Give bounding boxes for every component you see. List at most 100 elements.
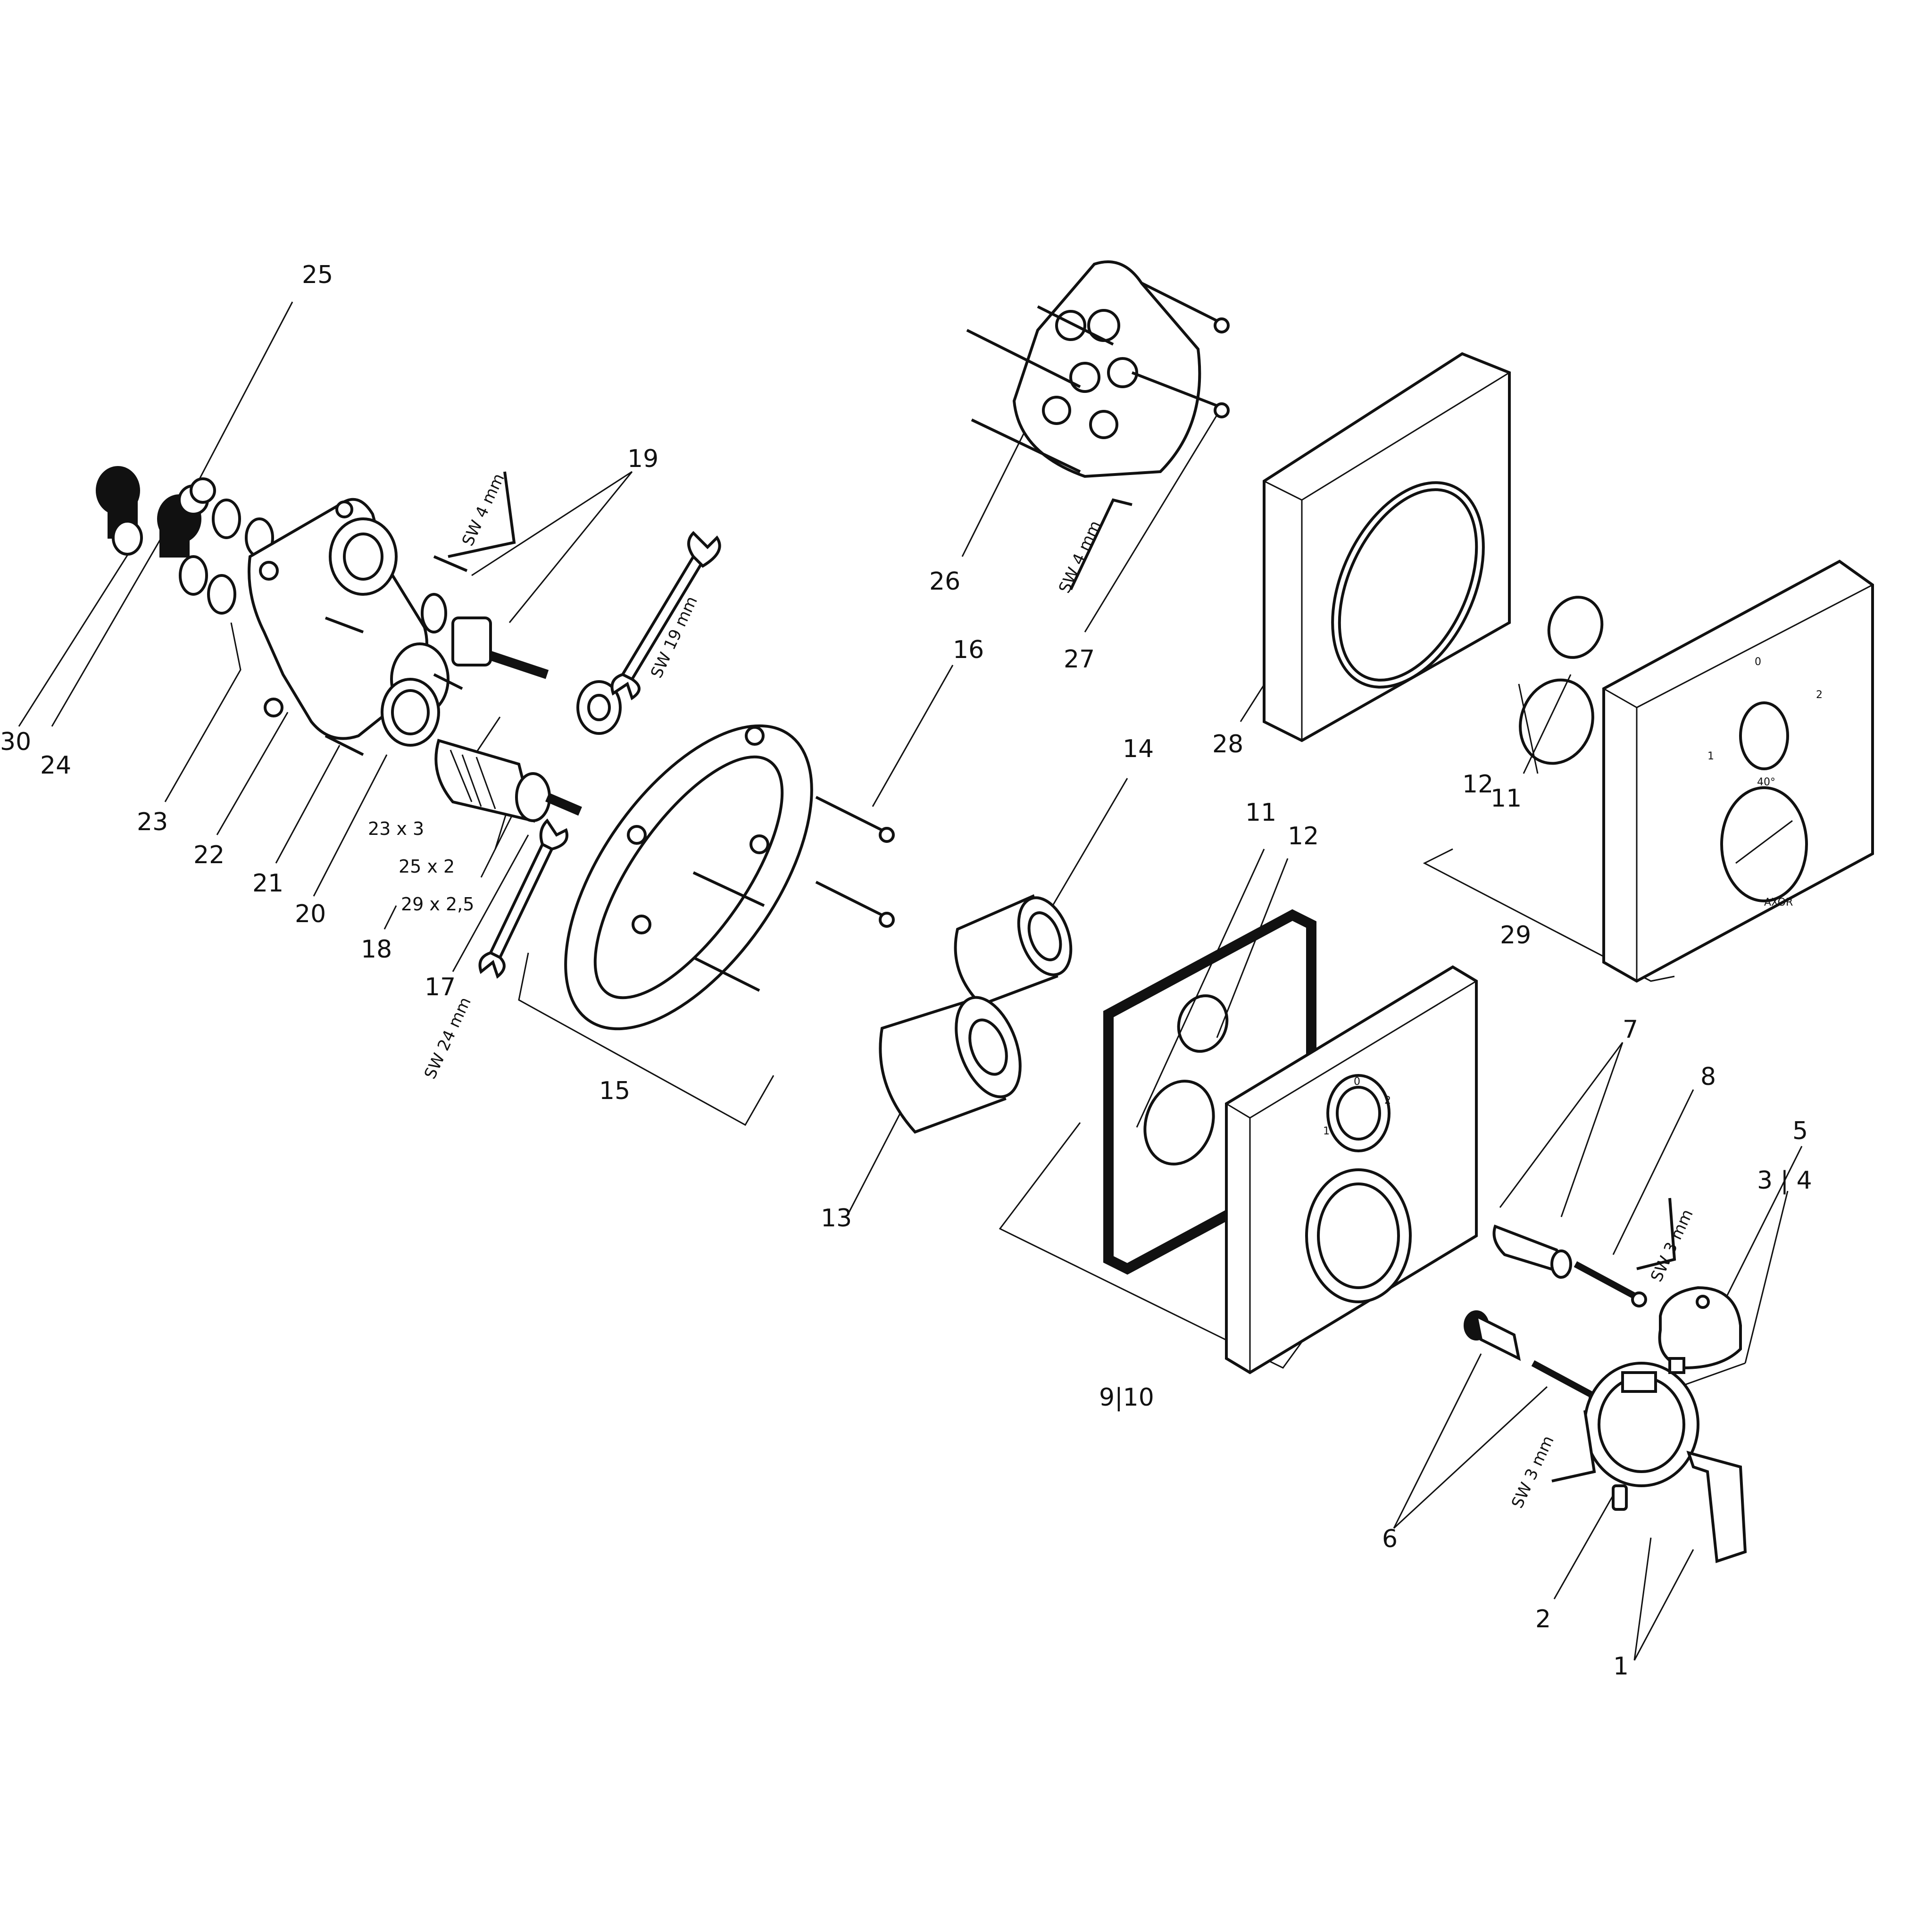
part-14-sleeve [954,894,1073,1007]
part-8-screw [1574,1261,1647,1307]
callout-12-left: 12 [1288,822,1319,850]
part-15-mounting-plate [564,724,813,1031]
callout-26: 26 [929,567,960,596]
leader-16 [872,665,954,807]
callout-28: 28 [1212,730,1243,758]
part-9-10-trim-plate: 0 1 2 [1225,965,1478,1374]
callout-21: 21 [252,869,283,898]
leader-3-4 [1744,1191,1789,1364]
tool-wrench-24 [478,818,568,979]
part-28-cover-plate [1263,352,1511,742]
callout-27: 27 [1064,645,1095,674]
leader-19b [508,471,633,623]
part-26-27-rough-in-bracket [966,260,1230,478]
plate-29-brand: AXOR [1764,897,1793,908]
tool-label-sw4-top: SW 4 mm [1055,518,1105,596]
leader-1a [1633,1549,1694,1661]
dimension-labels: 23 x 3 25 x 2 29 x 2,5 [368,818,474,915]
part-16-screws [815,796,895,928]
leader-11 [1136,849,1265,1128]
callout-labels: 1 2 3 | 4 5 6 7 8 9|10 11 12 11 12 13 14… [0,261,1812,1681]
tool-label-sw3-b: SW 3 mm [1508,1433,1558,1511]
part-29-trim-plate: 0 1 2 40° AXOR [1602,559,1874,983]
part-21-screws [325,555,468,756]
dim-23x3: 23 x 3 [368,818,424,839]
part-20-ring [381,678,440,747]
leader-8 [1612,1089,1694,1255]
plate-29-mark-40: 40° [1757,776,1775,788]
callout-22: 22 [193,841,225,869]
callout-17: 17 [425,973,456,1001]
leader-20 [313,754,388,897]
leader-7a [1560,1042,1624,1217]
leader-12b [1523,674,1572,774]
leader-25 [192,301,293,491]
callout-11-right: 11 [1491,784,1522,813]
part-5-knob [1658,1286,1742,1370]
leader-18 [383,905,397,930]
part-19-stop-valve [421,593,622,735]
callout-30: 30 [0,728,31,756]
callout-1: 1 [1613,1652,1629,1681]
callout-5: 5 [1792,1117,1808,1145]
callout-3-4: 3 | 4 [1757,1166,1812,1195]
callout-16: 16 [953,636,984,664]
leader-1b [1633,1537,1652,1661]
leader-27 [1084,415,1218,633]
plate-9-mark-0: 0 [1354,1076,1360,1088]
part-1-lever-handle [1686,1450,1747,1564]
callout-25: 25 [302,261,333,289]
leader-6b [1393,1386,1548,1529]
callout-12-right: 12 [1462,770,1493,799]
part-2-set-screw [1612,1484,1628,1511]
callout-6: 6 [1382,1525,1398,1553]
leader-3-4b [1679,1362,1746,1388]
leader-14 [1046,778,1128,916]
part-24-check-valve [157,477,216,558]
tool-hex-key-4mm-left [448,471,516,558]
callout-20: 20 [295,900,326,928]
leader-6a [1393,1353,1482,1529]
tool-wrench-19 [610,531,721,700]
leader-12 [1216,858,1289,1038]
part-6-adapter-and-screw [1464,1310,1605,1407]
callout-23: 23 [137,808,168,836]
callout-29: 29 [1500,921,1531,949]
callout-2: 2 [1535,1605,1551,1633]
tool-hex-key-4mm-top [1069,498,1133,591]
leader-21 [275,745,341,864]
part-11-12-o-rings-right [1519,596,1604,765]
callout-7: 7 [1623,1016,1638,1044]
bracket-29 [1423,848,1675,982]
plate-29-mark-1: 1 [1707,750,1714,762]
tool-hex-key-3mm-b [1551,1410,1596,1482]
bracket-15 [518,952,774,1126]
callout-11-left: 11 [1245,799,1276,827]
part-13-extension [879,996,1022,1134]
tool-hex-key-3mm-a [1636,1198,1676,1270]
part-30-check-valve [96,466,143,556]
part-3-4-handle-body [1583,1357,1699,1487]
plate-9-mark-2: 2 [1384,1095,1391,1107]
callout-19: 19 [627,445,658,473]
leader-30 [18,533,142,727]
leader-19a [471,471,633,576]
tool-label-sw24: SW 24 mm [421,994,475,1082]
leader-17 [452,834,529,972]
plate-29-mark-0: 0 [1755,656,1761,668]
leader-5 [1716,1146,1803,1316]
plate-29-mark-2: 2 [1816,689,1823,701]
callout-15: 15 [599,1077,630,1105]
part-7-extension-pin [1492,1224,1572,1279]
part-11-12-o-rings-left [1143,994,1229,1166]
callout-13: 13 [821,1204,852,1232]
leader-23 [164,622,242,802]
dim-25x2: 25 x 2 [399,856,455,877]
callout-9-10: 9|10 [1099,1383,1154,1412]
part-22-valve-body [248,498,450,740]
plate-9-mark-1: 1 [1323,1125,1330,1137]
leader-22 [216,712,289,835]
dim-29x2-5: 29 x 2,5 [401,894,474,915]
